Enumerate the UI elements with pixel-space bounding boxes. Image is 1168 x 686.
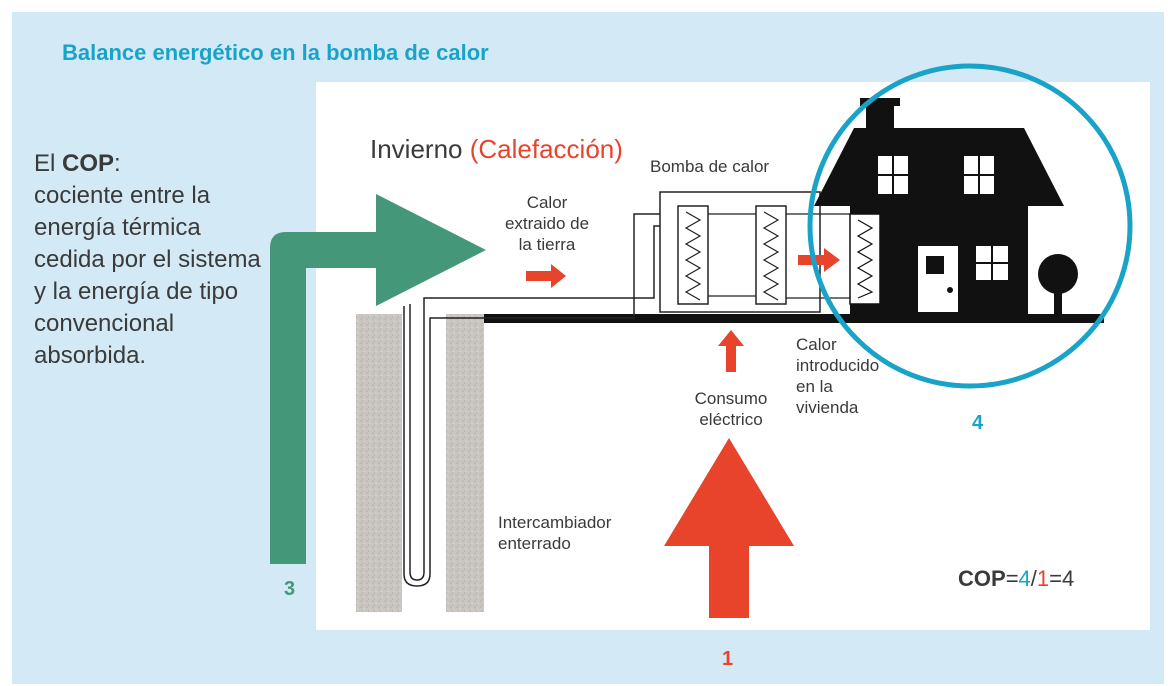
house-chimney — [866, 102, 894, 132]
consumption-line-2: eléctrico — [699, 410, 763, 429]
season-mode: (Calefacción) — [469, 134, 623, 164]
evaporator-coil — [677, 205, 709, 305]
exchanger-pipe-inner — [409, 225, 700, 581]
ground-energy-number: 3 — [284, 578, 296, 600]
cop-explanation: El COP: cociente entre la energía térmic… — [34, 148, 274, 372]
cop-equals-2: = — [1049, 566, 1063, 591]
cop-output: 4 — [1018, 566, 1031, 591]
electric-energy-arrow — [664, 438, 794, 618]
cop-equals-1: = — [1005, 566, 1019, 591]
house-highlight-circle — [807, 63, 1133, 389]
heat-introduced-line-1: Calor — [796, 335, 837, 354]
cop-formula: COP=4/1=4 — [958, 566, 1074, 592]
house-roof — [814, 128, 1064, 206]
ground-column-left — [356, 314, 402, 612]
heat-introduced-arrow — [798, 248, 840, 272]
house-chimney-cap — [860, 98, 900, 106]
heat-extracted-line-2: extraido de — [504, 214, 590, 233]
condenser-zigzag — [762, 211, 780, 301]
heat-introduced-line-4: vivienda — [796, 398, 859, 417]
exchanger-line-1: Intercambiador — [498, 513, 612, 532]
heat-extracted-arrow — [526, 264, 566, 288]
diagram-title: Balance energético en la bomba de calor — [62, 40, 489, 65]
season-name: Invierno — [370, 134, 463, 164]
heat-extracted-label: Calor extraido de la tierra — [492, 192, 602, 255]
house-door — [918, 246, 958, 312]
heat-extracted-line-1: Calor — [526, 193, 568, 212]
explanation-term: COP — [62, 150, 115, 177]
exchanger-label: Intercambiador enterrado — [498, 512, 611, 554]
electric-energy-number: 1 — [722, 648, 734, 670]
tree-trunk — [1054, 282, 1062, 318]
explanation-body: cociente entre la energía térmica cedida… — [34, 182, 261, 369]
condenser-coil — [755, 205, 787, 305]
cop-prefix: COP — [958, 566, 1006, 591]
heat-extracted-line-3: la tierra — [518, 235, 576, 254]
cop-input: 1 — [1036, 566, 1050, 591]
explanation-prefix: El — [34, 150, 63, 177]
explanation-suffix: : — [114, 150, 121, 177]
tree-crown — [1038, 254, 1078, 294]
exchanger-line-2: enterrado — [498, 534, 571, 553]
ground-surface — [484, 314, 1104, 323]
ground-column-right — [446, 314, 484, 612]
heat-introduced-line-3: en la — [796, 377, 833, 396]
cop-slash: / — [1030, 566, 1037, 591]
cop-result: 4 — [1062, 566, 1075, 591]
ground-energy-arrow — [270, 194, 486, 564]
heat-introduced-line-2: introducido — [796, 356, 880, 375]
evaporator-zigzag — [684, 211, 702, 301]
heat-pump-label: Bomba de calor — [650, 157, 770, 176]
consumption-arrow — [718, 330, 744, 372]
home-energy-number: 4 — [972, 412, 984, 434]
exchanger-pipe-outer — [403, 213, 700, 587]
heat-introduced-label: Calor introducido en la vivienda — [796, 334, 879, 418]
consumption-line-1: Consumo — [694, 389, 768, 408]
season-label: Invierno (Calefacción) — [370, 134, 623, 165]
house-radiator — [849, 213, 881, 305]
electric-consumption-label: Consumo eléctrico — [676, 388, 786, 430]
house — [814, 98, 1078, 318]
